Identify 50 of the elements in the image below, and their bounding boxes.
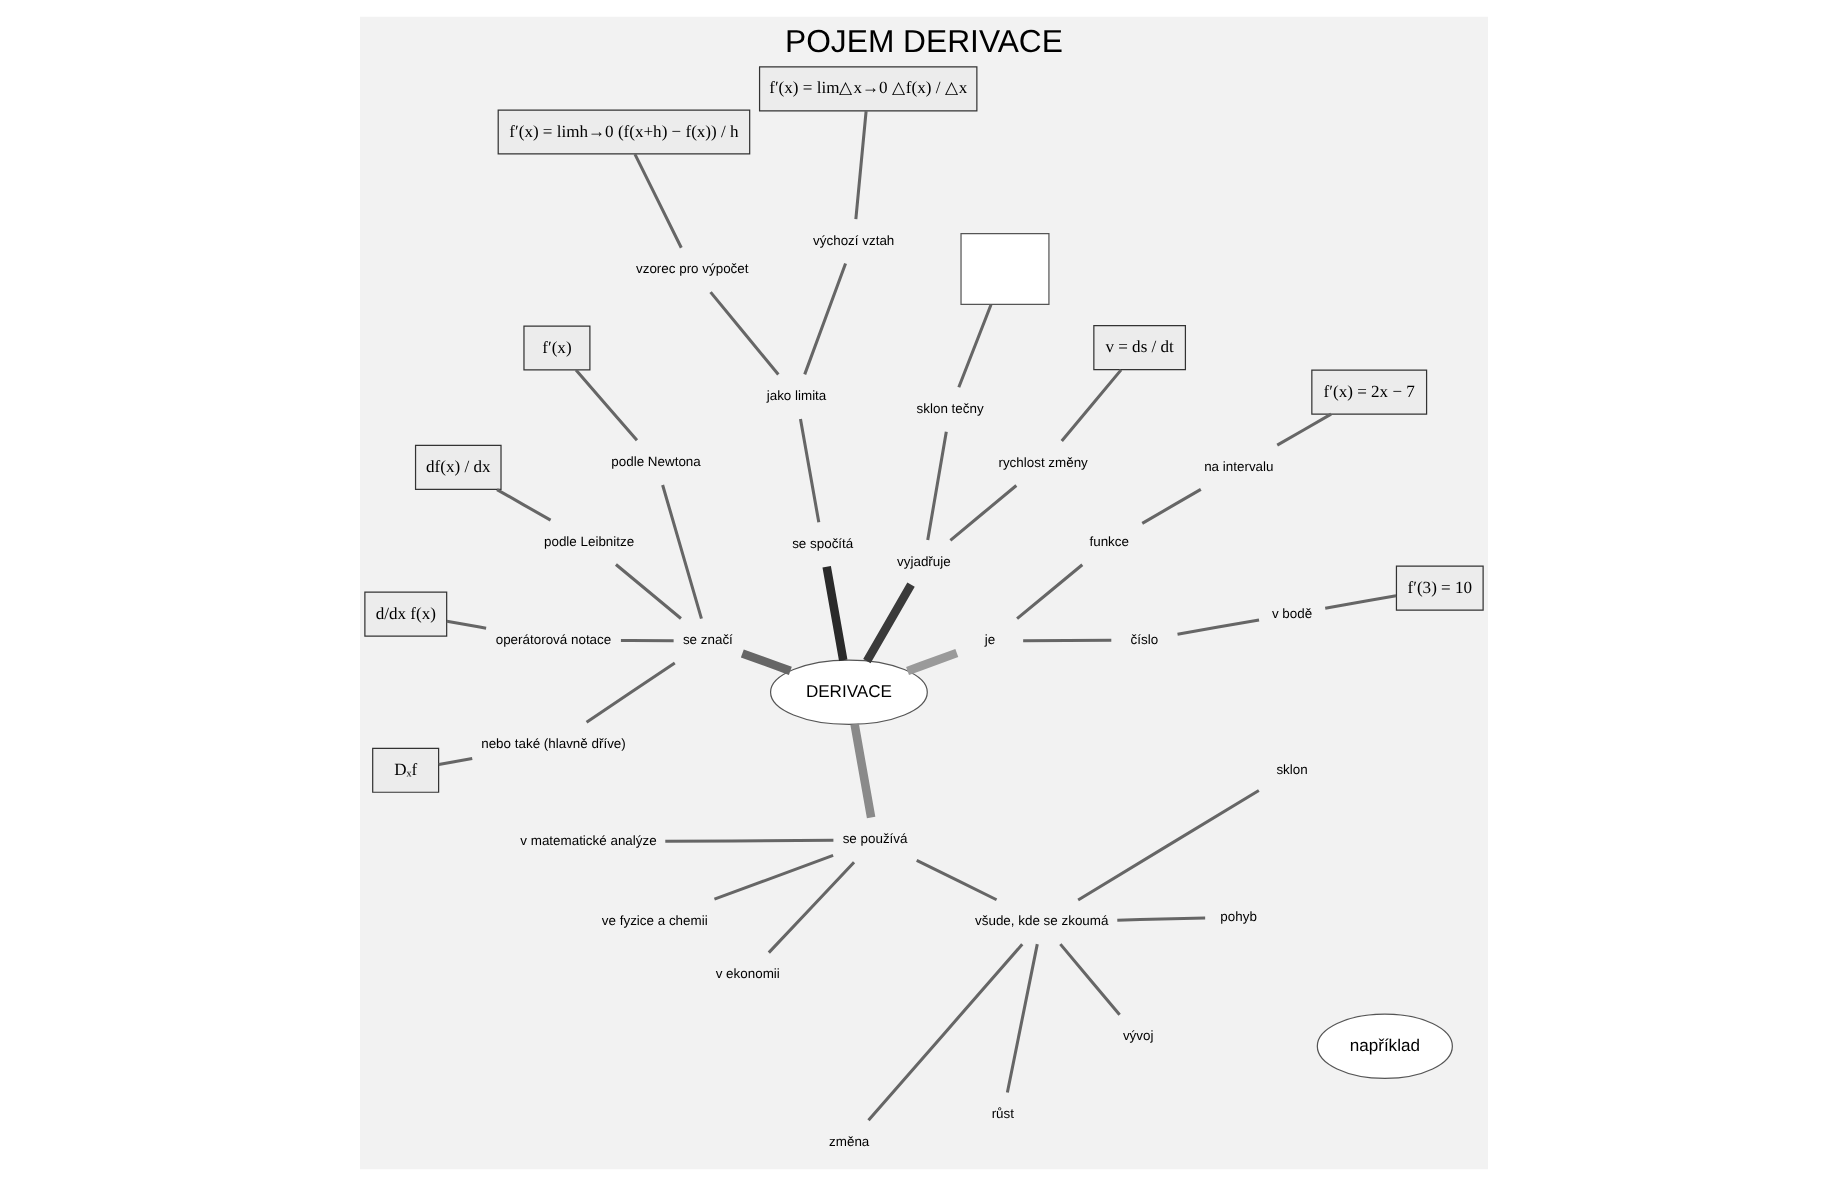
connector <box>803 263 847 375</box>
connector <box>949 484 1018 542</box>
node-box: Dₓf <box>372 747 440 793</box>
connector <box>957 304 993 388</box>
node-box: f′(3) = 10 <box>1395 565 1484 611</box>
connector <box>661 484 703 620</box>
connector <box>1059 943 1121 1016</box>
connector <box>1177 618 1260 636</box>
connector <box>1117 916 1206 922</box>
connector <box>620 638 674 643</box>
node-ellipse: například <box>1316 1013 1453 1079</box>
node-box <box>960 232 1050 305</box>
connector <box>1060 368 1123 442</box>
node-box: f′(x) = 2x − 7 <box>1311 369 1428 415</box>
connector <box>867 943 1024 1122</box>
connector <box>574 369 639 442</box>
connector <box>585 661 676 724</box>
node-box: d/dx f(x) <box>364 591 448 637</box>
connector <box>916 859 998 902</box>
connector <box>926 431 948 541</box>
connector <box>863 582 915 664</box>
connector <box>1141 488 1202 525</box>
node-box: df(x) / dx <box>414 444 502 490</box>
connector <box>740 649 792 675</box>
node-box: v = ds / dt <box>1093 325 1186 371</box>
connector <box>633 153 683 249</box>
node-box: f′(x) = lim△x→0 △f(x) / △x <box>758 66 978 112</box>
diagram-title: POJEM DERIVACE <box>785 26 1063 61</box>
node-box: f′(x) = limh→0 (f(x+h) − f(x)) / h <box>497 109 751 155</box>
node-box: f′(x) <box>523 325 591 371</box>
connector <box>1077 789 1260 902</box>
connector <box>850 723 876 819</box>
connector <box>438 757 473 766</box>
connector <box>713 854 834 901</box>
connector <box>709 291 780 376</box>
connector <box>446 619 487 630</box>
node-ellipse: DERIVACE <box>769 659 928 725</box>
connector <box>798 418 821 523</box>
connector <box>1016 563 1084 620</box>
connector <box>1023 638 1112 643</box>
connector <box>665 838 834 843</box>
connector <box>496 488 552 522</box>
connector <box>1005 943 1039 1093</box>
connector <box>906 649 959 675</box>
connector <box>767 861 856 954</box>
connector <box>822 566 848 661</box>
connector <box>614 563 682 620</box>
connector <box>1324 594 1397 610</box>
connector <box>854 110 868 220</box>
connector <box>1276 412 1332 447</box>
